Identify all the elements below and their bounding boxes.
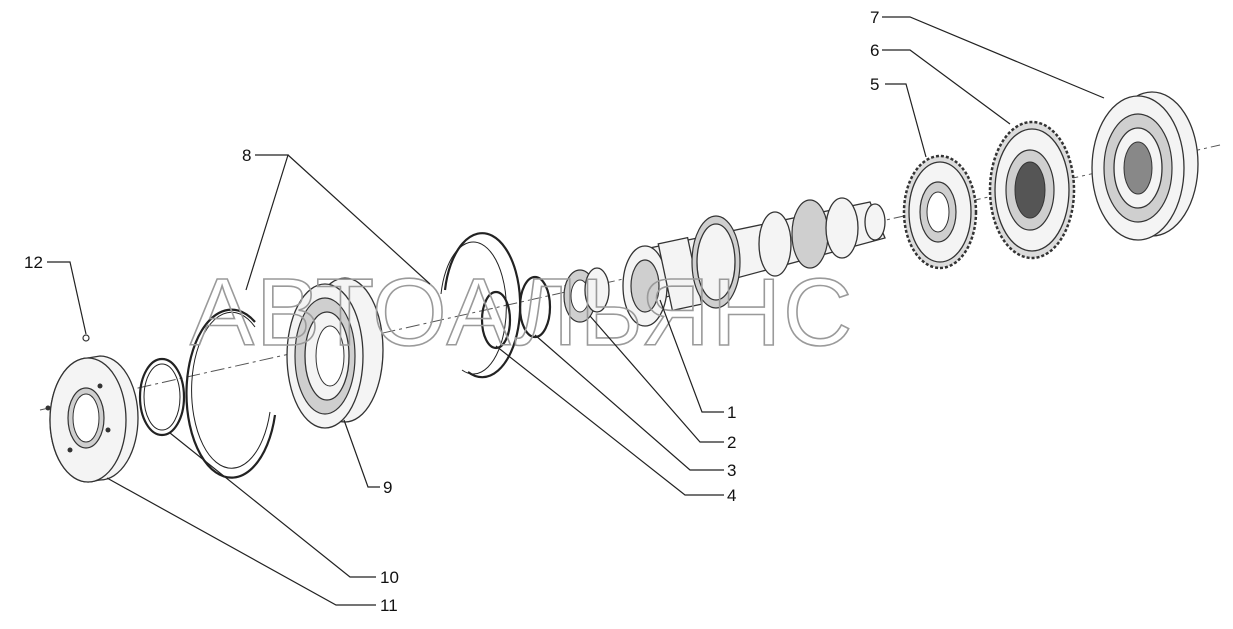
callout-labels: 1 2 3 4 5 6 7 8 9 10 11 12 — [24, 8, 879, 615]
callout-7: 7 — [870, 8, 879, 27]
part-1-shaft — [622, 197, 886, 327]
watermark: АВТОАЛЬЯНС — [190, 259, 854, 366]
part-6-gear — [988, 120, 1076, 260]
callout-2: 2 — [727, 433, 736, 452]
part-5-gear — [902, 154, 978, 270]
part-3-ring — [518, 275, 552, 339]
callout-12: 12 — [24, 253, 43, 272]
part-4-ring — [480, 290, 512, 350]
part-12-plug — [82, 334, 90, 342]
callout-3: 3 — [727, 461, 736, 480]
callout-11: 11 — [380, 596, 398, 615]
part-8-circlip-right — [440, 232, 522, 379]
callout-9: 9 — [383, 478, 392, 497]
callout-6: 6 — [870, 41, 879, 60]
callout-8: 8 — [242, 146, 251, 165]
part-10-snap-ring — [138, 357, 186, 437]
part-7-bearing — [1091, 91, 1199, 241]
callout-4: 4 — [727, 486, 736, 505]
callout-5: 5 — [870, 75, 879, 94]
leader-lines — [47, 16, 1105, 606]
part-2-needle-bearing — [563, 267, 610, 323]
callout-1: 1 — [727, 403, 736, 422]
callout-10: 10 — [380, 568, 399, 587]
part-8-circlip-left — [185, 308, 277, 479]
part-11-flange — [45, 355, 139, 483]
part-9-bearing — [286, 277, 384, 429]
